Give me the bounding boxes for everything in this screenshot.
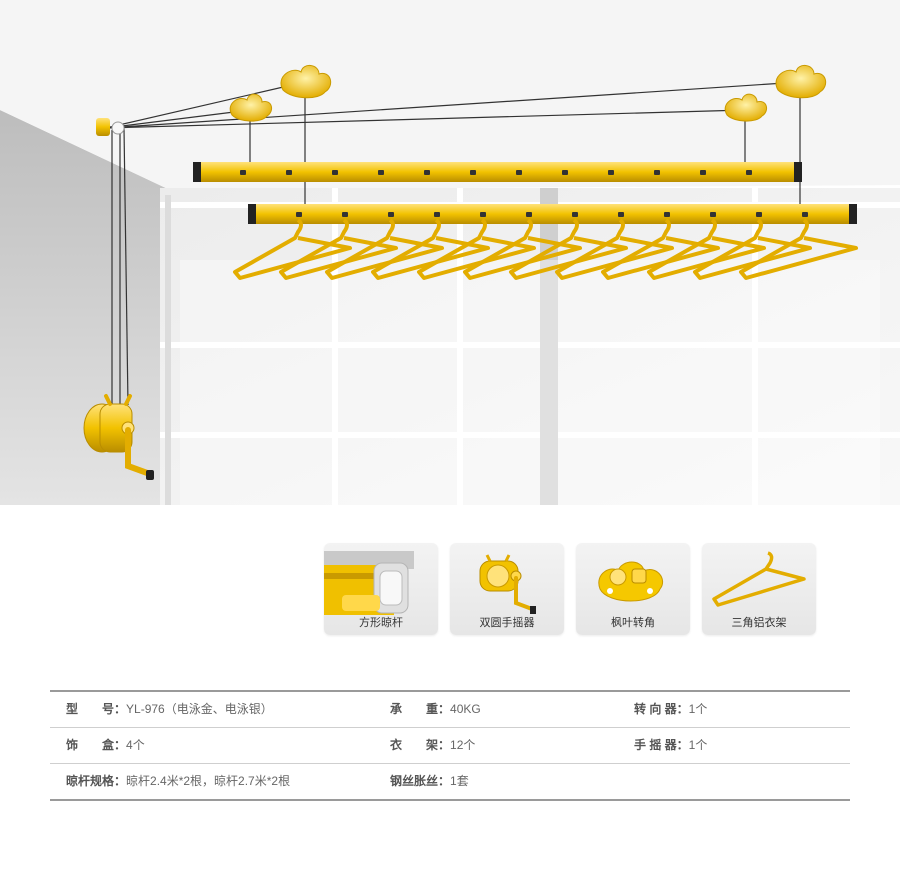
spec-wire-set: 钢丝胀丝：1套	[390, 774, 469, 788]
spec-crank: 手 摇 器：1个	[634, 738, 708, 752]
divider	[50, 690, 850, 692]
maple-leaf-mounts	[229, 65, 827, 122]
ceiling	[0, 0, 900, 190]
thumb-label: 方形晾杆	[359, 617, 403, 629]
hangers	[233, 218, 858, 280]
square-pole-icon	[324, 551, 414, 615]
maple-leaf-corner-icon	[598, 561, 664, 602]
divider	[50, 727, 850, 728]
spec-pole-size: 晾杆规格：晾杆2.4米*2根，晾杆2.7米*2根	[66, 774, 291, 788]
thumb-triangle-hanger: 三角铝衣架	[702, 543, 816, 635]
thumb-maple-corner: 枫叶转角	[576, 543, 690, 635]
thumb-square-pole: 方形晾杆	[324, 543, 438, 635]
clothes-rack-illustration	[0, 0, 900, 505]
product-hero-image	[0, 0, 900, 505]
spec-row: 饰 盒：4个 衣 架：12个 手 摇 器：1个	[50, 728, 850, 763]
spec-model: 型 号：YL-976（电泳金、电泳银）	[66, 702, 273, 716]
spec-corner-unit: 转 向 器：1个	[634, 702, 708, 716]
hand-crank-icon	[479, 554, 536, 614]
spec-table: 型 号：YL-976（电泳金、电泳银） 承 重：40KG 转 向 器：1个 饰 …	[50, 690, 850, 801]
spec-hangers: 衣 架：12个	[390, 738, 476, 752]
upper-pole	[193, 162, 802, 182]
thumb-label: 枫叶转角	[611, 617, 655, 629]
hand-crank	[83, 394, 154, 480]
accessory-thumbnails: 方形晾杆 双圆手摇器 枫叶转角 三角铝衣架	[324, 543, 816, 635]
spec-cover-box: 饰 盒：4个	[66, 738, 145, 752]
corner-pulley	[96, 118, 125, 136]
divider	[50, 799, 850, 801]
thumb-hand-crank: 双圆手摇器	[450, 543, 564, 635]
divider	[50, 763, 850, 764]
triangle-hanger-icon	[712, 551, 806, 607]
lower-pole	[248, 204, 857, 224]
steel-wires	[105, 81, 801, 406]
spec-load: 承 重：40KG	[390, 702, 481, 716]
spec-row: 晾杆规格：晾杆2.4米*2根，晾杆2.7米*2根 钢丝胀丝：1套	[50, 764, 850, 799]
thumb-label: 双圆手摇器	[479, 617, 535, 629]
thumb-label: 三角铝衣架	[731, 617, 787, 629]
spec-row: 型 号：YL-976（电泳金、电泳银） 承 重：40KG 转 向 器：1个	[50, 692, 850, 727]
